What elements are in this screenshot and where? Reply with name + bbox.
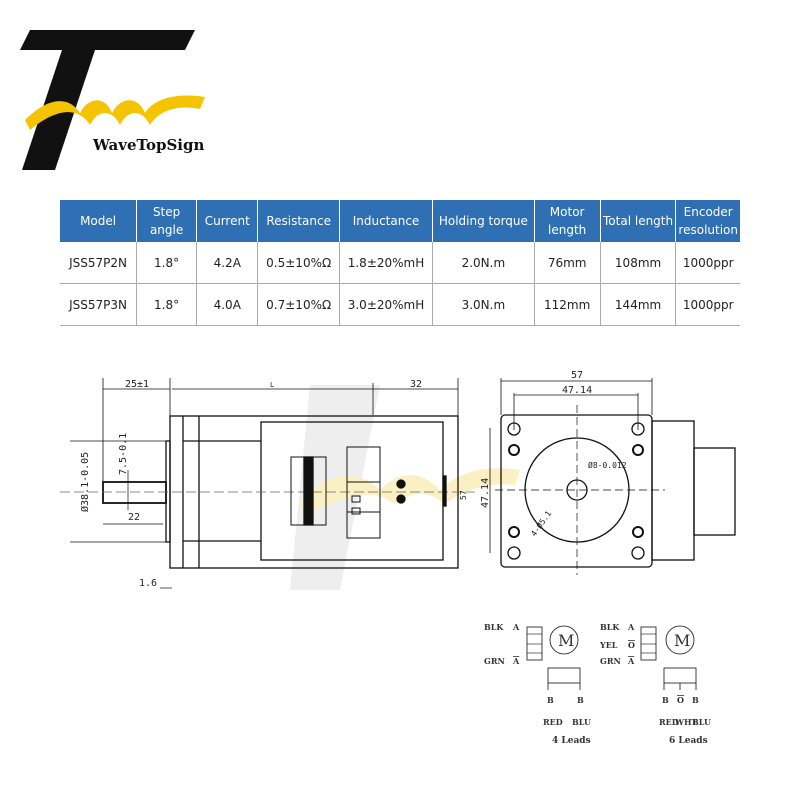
col-resistance: Resistance <box>257 200 340 242</box>
label-a: A <box>627 622 635 632</box>
caption-4-leads: 4 Leads <box>552 736 591 746</box>
dim-shaft-length: 25±1 <box>125 379 149 390</box>
cell: 0.5±10%Ω <box>257 242 340 284</box>
front-view: 57 47.14 47.14 Ø8-0.012 4-Ø5.1 <box>480 370 736 575</box>
cell: 1000ppr <box>675 283 740 326</box>
col-motor-length: Motor length <box>534 200 601 242</box>
label-blu: BLU <box>692 717 711 727</box>
dim-body-length: L <box>270 381 274 389</box>
wiring-4-leads: BLK GRN A A M B B RED BLU 4 Leads <box>484 622 591 746</box>
brand-logo <box>20 30 205 170</box>
motor-symbol: M <box>674 631 690 650</box>
label-b: B <box>662 695 669 705</box>
cell: 3.0N.m <box>432 283 535 326</box>
col-inductance: Inductance <box>339 200 434 242</box>
cell: JSS57P2N <box>60 242 138 284</box>
dim-22: 22 <box>128 512 140 523</box>
label-b: B <box>547 695 554 705</box>
label-b-bar: B <box>577 695 584 705</box>
cell: 112mm <box>534 283 601 326</box>
col-model: Model <box>60 200 138 242</box>
cell: 2.0N.m <box>432 242 535 284</box>
wiring-6-leads: BLK YEL GRN A O A M B O B RED WHT BLU 6 … <box>599 622 711 746</box>
dim-width: 57 <box>571 370 583 381</box>
dim-encoder-length: 32 <box>410 379 422 390</box>
label-yel: YEL <box>599 640 618 650</box>
cell: 1.8±20%mH <box>339 242 434 284</box>
side-view: 25±1 L 32 Ø38.1-0.05 7.5-0.1 22 1.6 57 <box>60 378 475 589</box>
dim-shaft-diameter: Ø38.1-0.05 <box>79 452 91 512</box>
motor-symbol: M <box>558 631 574 650</box>
col-encoder-resolution: Encoder resolution <box>675 200 740 242</box>
table-row: JSS57P2N 1.8° 4.2A 0.5±10%Ω 1.8±20%mH 2.… <box>60 242 740 284</box>
cell: 1.8° <box>136 283 198 326</box>
label-blk: BLK <box>600 622 620 632</box>
label-o: O <box>628 640 635 650</box>
label-grn: GRN <box>484 656 505 666</box>
label-blu: BLU <box>572 717 591 727</box>
col-total-length: Total length <box>600 200 677 242</box>
col-step-angle: Step angle <box>136 200 198 242</box>
label-red: RED <box>659 717 679 727</box>
label-o-bar: O <box>677 695 684 705</box>
dim-shaft-diameter-front: Ø8-0.012 <box>588 460 627 470</box>
label-a: A <box>512 622 520 632</box>
cell: 3.0±20%mH <box>339 283 434 326</box>
cell: 1000ppr <box>675 242 740 284</box>
label-wht: WHT <box>674 717 698 727</box>
spec-table: Model Step angle Current Resistance Indu… <box>60 200 740 326</box>
cell: 76mm <box>534 242 601 284</box>
label-blk: BLK <box>484 622 504 632</box>
cell: 108mm <box>600 242 677 284</box>
watermark <box>290 385 520 590</box>
dim-shaft-flat: 7.5-0.1 <box>118 433 129 475</box>
dim-flange: 1.6 <box>139 578 157 589</box>
table-header-row: Model Step angle Current Resistance Indu… <box>60 200 740 242</box>
cell: 4.0A <box>196 283 259 326</box>
table-row: JSS57P3N 1.8° 4.0A 0.7±10%Ω 3.0±20%mH 3.… <box>60 283 740 326</box>
dim-height: 57 <box>459 490 468 500</box>
label-b-bar: B <box>692 695 699 705</box>
label-a-bar: A <box>627 656 635 666</box>
cell: 0.7±10%Ω <box>257 283 340 326</box>
cell: 1.8° <box>136 242 198 284</box>
col-current: Current <box>196 200 259 242</box>
label-grn: GRN <box>600 656 621 666</box>
dim-hole-spacing-vertical: 47.14 <box>480 478 491 508</box>
label-a-bar: A <box>512 656 520 666</box>
caption-6-leads: 6 Leads <box>669 736 708 746</box>
cell: 144mm <box>600 283 677 326</box>
col-holding-torque: Holding torque <box>432 200 535 242</box>
cell: JSS57P3N <box>60 283 138 326</box>
label-red: RED <box>543 717 563 727</box>
brand-name: WaveTopSign <box>93 136 205 154</box>
cell: 4.2A <box>196 242 259 284</box>
dim-hole-spacing: 47.14 <box>562 385 592 396</box>
